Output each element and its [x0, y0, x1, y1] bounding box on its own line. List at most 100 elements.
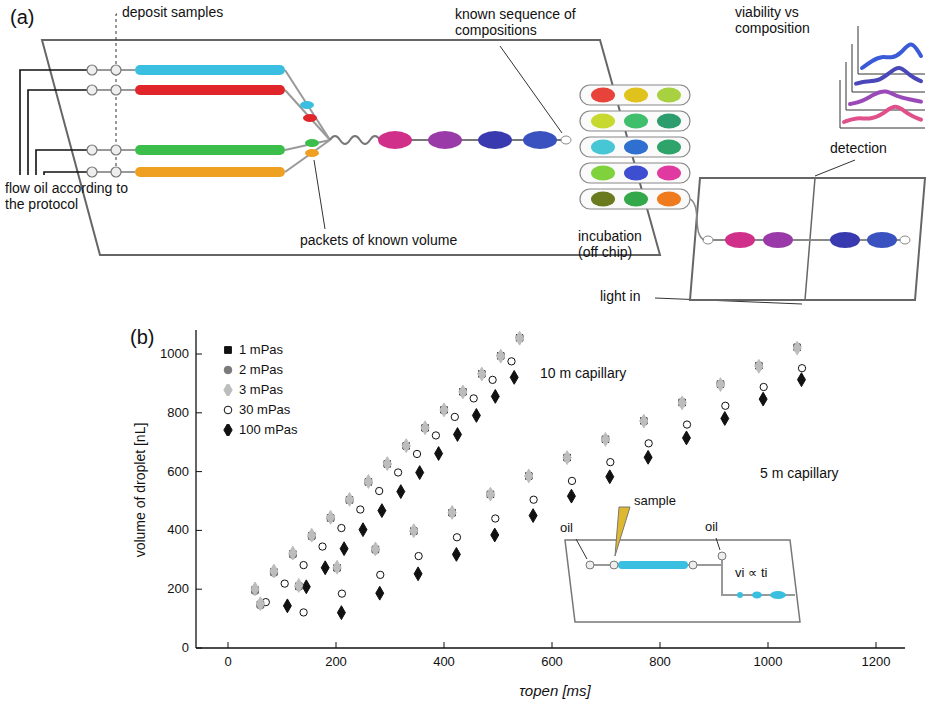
data-point — [793, 341, 801, 355]
viability-plot — [840, 80, 925, 128]
incubation-tube — [657, 140, 681, 155]
incubation-tube — [580, 111, 690, 131]
incubation-tube — [657, 166, 681, 181]
data-point — [568, 477, 575, 484]
axis-tick — [336, 642, 337, 648]
inlet-port — [111, 167, 121, 177]
axis-tick — [196, 530, 202, 531]
axis-tick — [196, 471, 202, 472]
incubation-tube — [657, 114, 681, 129]
tick-label: 0 — [182, 641, 189, 656]
incubation-tube — [580, 163, 690, 183]
incubation-tube — [657, 192, 681, 207]
data-point — [376, 586, 384, 600]
legend-entry: 3 mPas — [222, 382, 283, 397]
data-point — [797, 373, 805, 387]
data-point — [333, 560, 341, 574]
data-point — [640, 414, 648, 428]
data-point — [402, 439, 410, 453]
data-point — [251, 331, 806, 619]
data-point — [410, 524, 418, 538]
legend-text: 100 mPas — [239, 422, 298, 437]
incubation-tube — [624, 114, 648, 129]
oil-wire — [20, 70, 92, 175]
composition-droplet — [478, 131, 512, 149]
inset-chip — [618, 561, 688, 569]
data-point — [563, 451, 571, 465]
data-point — [302, 580, 310, 594]
axis-tick — [196, 648, 202, 649]
data-point — [721, 412, 729, 426]
inset-chip — [752, 592, 762, 599]
inset-chip — [737, 592, 743, 598]
data-point — [376, 487, 383, 494]
detection-plate — [703, 236, 713, 244]
data-point — [327, 510, 335, 524]
incubation-tube — [580, 189, 690, 209]
data-point — [338, 524, 345, 531]
data-point — [470, 395, 477, 402]
tick-label: 600 — [167, 464, 189, 479]
sample-reservoir — [135, 167, 285, 177]
inset-chip — [697, 558, 795, 595]
data-point — [413, 450, 420, 457]
legend-symbol — [222, 424, 234, 436]
data-point — [492, 515, 499, 522]
data-point — [516, 331, 524, 345]
callout-label: packets of known volume — [300, 232, 457, 248]
incubation-tube — [580, 85, 690, 209]
chart-axis — [196, 330, 905, 648]
tick-label: 200 — [167, 582, 189, 597]
data-point — [644, 450, 652, 464]
inset-chip — [615, 507, 630, 556]
inset-chip — [610, 561, 618, 569]
data-point — [346, 492, 354, 506]
viability-plot — [858, 26, 925, 74]
data-point — [432, 432, 439, 439]
data-point — [510, 370, 518, 384]
axis-tick — [196, 589, 202, 590]
data-point — [491, 528, 499, 542]
legend-symbol — [224, 424, 232, 436]
detection-plate — [867, 232, 897, 248]
incubation-tube — [591, 114, 615, 129]
axis-tick — [228, 642, 229, 648]
data-point — [394, 469, 401, 476]
data-point — [340, 542, 348, 556]
data-point — [283, 599, 291, 613]
curve-label: 5 m capillary — [760, 465, 839, 481]
legend-text: 1 mPas — [239, 342, 283, 357]
legend-text: 2 mPas — [239, 362, 283, 377]
legend-symbol — [222, 404, 234, 416]
legend-symbol — [222, 344, 234, 356]
detection-plate — [830, 232, 860, 248]
legend-symbol — [222, 384, 234, 396]
chip-plate — [42, 40, 660, 255]
leader-line — [314, 160, 325, 229]
data-point — [295, 579, 303, 593]
data-point — [359, 523, 367, 537]
packet-droplet — [305, 149, 319, 157]
legend-text: 30 mPas — [239, 402, 290, 417]
inlet-channel — [285, 90, 330, 140]
inset-chip — [689, 561, 697, 569]
axis-tick — [196, 412, 202, 413]
viability-plot — [862, 44, 921, 68]
callout-label: viability vs composition — [735, 4, 835, 36]
tick-label: 200 — [325, 655, 347, 670]
callout-label: incubation (off chip) — [578, 228, 663, 260]
composition-droplet — [561, 136, 571, 144]
axis-tick — [768, 642, 769, 648]
panel-label: (a) — [10, 6, 34, 29]
curve-label: 10 m capillary — [540, 365, 626, 381]
data-point — [607, 458, 614, 465]
incubation-tube — [580, 111, 690, 131]
sample-reservoir — [135, 145, 285, 155]
inset-chip — [770, 591, 786, 599]
data-point — [601, 432, 609, 446]
data-point — [383, 457, 391, 471]
incubation-tube — [591, 166, 615, 181]
sample-reservoir — [135, 65, 285, 177]
data-point — [321, 561, 329, 575]
legend-symbol — [224, 366, 232, 374]
